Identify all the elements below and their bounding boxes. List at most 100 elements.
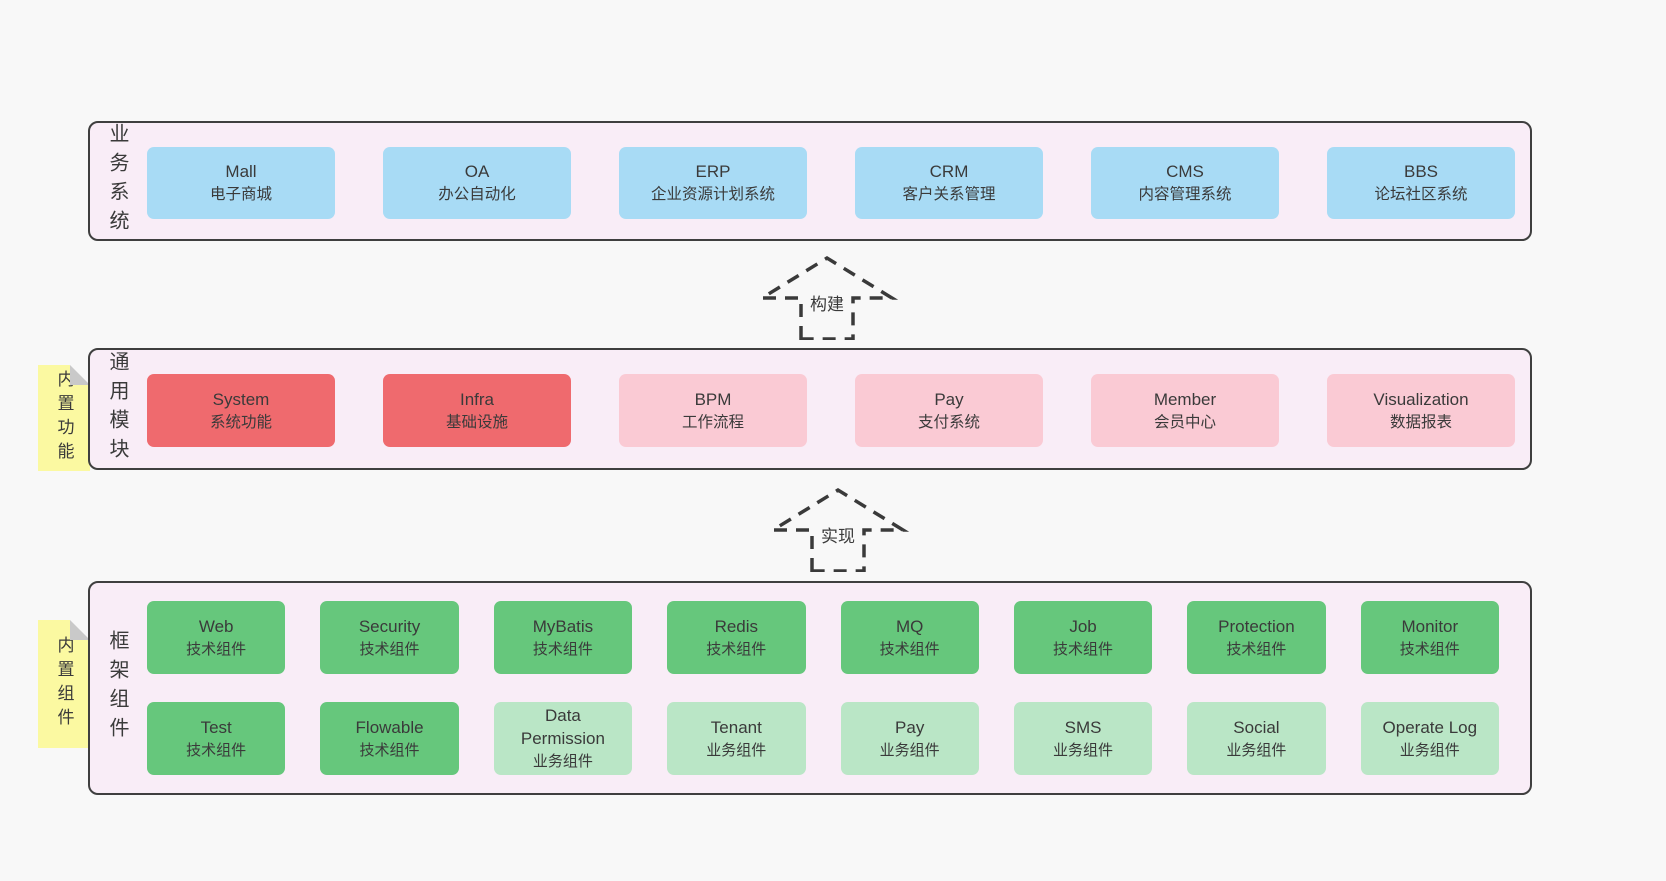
- box-name: Pay: [895, 717, 925, 737]
- layer-label: 业务系统: [106, 123, 128, 239]
- box-desc: 技术组件: [1053, 640, 1114, 658]
- box-data-permission: Data Permission 业务组件: [493, 702, 633, 775]
- box-desc: 业务组件: [1399, 741, 1460, 759]
- box-name: Redis: [714, 616, 759, 636]
- box-system: System 系统功能: [147, 374, 335, 447]
- arrow-implement: 实现: [763, 487, 913, 572]
- box-name: Visualization: [1373, 389, 1469, 409]
- box-name: MQ: [895, 616, 924, 636]
- box-redis: Redis 技术组件: [667, 601, 806, 674]
- box-name: Pay: [934, 389, 964, 409]
- box-name: Monitor: [1401, 616, 1459, 636]
- box-desc: 基础设施: [445, 413, 508, 431]
- box-desc: 系统功能: [209, 413, 272, 431]
- box-oa: OA 办公自动化: [383, 147, 571, 219]
- box-name: Job: [1069, 616, 1097, 636]
- box-erp: ERP 企业资源计划系统: [619, 147, 807, 219]
- box-name: Security: [358, 616, 421, 636]
- box-desc: 技术组件: [1226, 640, 1287, 658]
- box-bbs: BBS 论坛社区系统: [1327, 147, 1515, 219]
- box-mybatis: MyBatis 技术组件: [493, 601, 633, 674]
- box-desc: 电子商城: [209, 186, 272, 203]
- box-bpm: BPM 工作流程: [619, 374, 807, 447]
- box-cms: CMS 内容管理系统: [1091, 147, 1279, 219]
- box-social: Social 业务组件: [1187, 702, 1326, 775]
- box-test: Test 技术组件: [147, 702, 286, 775]
- layer-business-systems: 业务系统 Mall 电子商城 OA 办公自动化 ERP 企业资源计划系统 CRM…: [88, 121, 1532, 241]
- box-desc: 技术组件: [359, 640, 420, 658]
- box-desc: 论坛社区系统: [1374, 186, 1468, 203]
- box-desc: 业务组件: [1226, 741, 1287, 759]
- box-desc: 技术组件: [706, 640, 767, 658]
- layer-label: 通用模块: [106, 351, 128, 467]
- dashed-up-arrow-icon: [766, 487, 910, 572]
- box-name: CMS: [1166, 162, 1204, 181]
- box-tenant: Tenant 业务组件: [667, 702, 806, 775]
- sticky-note-label: 内置功能: [54, 370, 74, 466]
- box-name: ERP: [695, 162, 731, 181]
- box-name: SMS: [1064, 717, 1102, 737]
- box-web: Web 技术组件: [147, 601, 286, 674]
- box-desc: 技术组件: [186, 741, 247, 759]
- box-desc: 业务组件: [879, 741, 940, 759]
- dashed-up-arrow-icon: [755, 255, 899, 340]
- box-name: Operate Log: [1382, 717, 1478, 737]
- box-name: Mall: [225, 162, 257, 181]
- box-protection: Protection 技术组件: [1187, 601, 1326, 674]
- box-desc: 内容管理系统: [1138, 186, 1232, 203]
- box-name: Infra: [459, 389, 495, 409]
- box-name: Tenant: [710, 717, 762, 737]
- box-visualization: Visualization 数据报表: [1327, 374, 1515, 447]
- box-desc: 业务组件: [532, 753, 593, 770]
- box-desc: 业务组件: [1053, 741, 1114, 759]
- box-name: Test: [200, 717, 232, 737]
- business-systems-row: Mall 电子商城 OA 办公自动化 ERP 企业资源计划系统 CRM 客户关系…: [147, 147, 1515, 219]
- box-desc: 技术组件: [1399, 640, 1460, 658]
- sticky-note-builtin-features: 内置功能: [38, 365, 90, 471]
- box-name: Web: [198, 616, 234, 636]
- box-name: Flowable: [355, 717, 424, 737]
- box-crm: CRM 客户关系管理: [855, 147, 1043, 219]
- layer-framework-components: 框架组件 Web 技术组件 Security 技术组件 MyBatis 技术组件…: [88, 581, 1532, 795]
- layer-label: 框架组件: [106, 630, 128, 746]
- sticky-note-label: 内置组件: [54, 636, 74, 732]
- box-desc: 工作流程: [681, 413, 744, 431]
- box-mq: MQ 技术组件: [840, 601, 979, 674]
- arrow-build: 构建: [752, 255, 902, 340]
- box-job: Job 技术组件: [1013, 601, 1153, 674]
- arrow-implement-label: 实现: [817, 521, 859, 548]
- box-flowable: Flowable 技术组件: [320, 702, 459, 775]
- box-monitor: Monitor 技术组件: [1360, 601, 1499, 674]
- box-name: Social: [1233, 717, 1280, 737]
- layer-common-modules: 通用模块 System 系统功能 Infra 基础设施 BPM 工作流程 Pay…: [88, 348, 1532, 470]
- box-security: Security 技术组件: [320, 601, 459, 674]
- box-infra: Infra 基础设施: [383, 374, 571, 447]
- box-pay-component: Pay 业务组件: [840, 702, 979, 775]
- box-desc: 客户关系管理: [902, 186, 996, 203]
- box-pay-module: Pay 支付系统: [855, 374, 1043, 447]
- box-name: Member: [1153, 389, 1217, 409]
- box-desc: 办公自动化: [438, 186, 516, 203]
- box-name: System: [212, 389, 270, 409]
- box-member: Member 会员中心: [1091, 374, 1279, 447]
- box-name: CRM: [929, 162, 969, 181]
- box-desc: 技术组件: [186, 640, 247, 658]
- box-name: Data Permission: [520, 706, 605, 748]
- arrow-build-label: 构建: [806, 289, 848, 316]
- box-name: MyBatis: [532, 616, 594, 636]
- common-modules-row: System 系统功能 Infra 基础设施 BPM 工作流程 Pay 支付系统…: [147, 374, 1515, 447]
- box-name: Protection: [1218, 616, 1295, 636]
- framework-components-row-2: Test 技术组件 Flowable 技术组件 Data Permission …: [147, 702, 1499, 775]
- box-desc: 数据报表: [1389, 413, 1452, 431]
- box-desc: 企业资源计划系统: [650, 186, 775, 203]
- box-sms: SMS 业务组件: [1013, 702, 1153, 775]
- box-desc: 业务组件: [706, 741, 767, 759]
- box-name: OA: [464, 162, 490, 181]
- sticky-note-builtin-components: 内置组件: [38, 620, 90, 748]
- framework-components-row-1: Web 技术组件 Security 技术组件 MyBatis 技术组件 Redi…: [147, 601, 1499, 674]
- box-desc: 技术组件: [359, 741, 420, 759]
- box-desc: 技术组件: [879, 640, 940, 658]
- box-name: BPM: [694, 389, 732, 409]
- box-desc: 技术组件: [532, 640, 593, 658]
